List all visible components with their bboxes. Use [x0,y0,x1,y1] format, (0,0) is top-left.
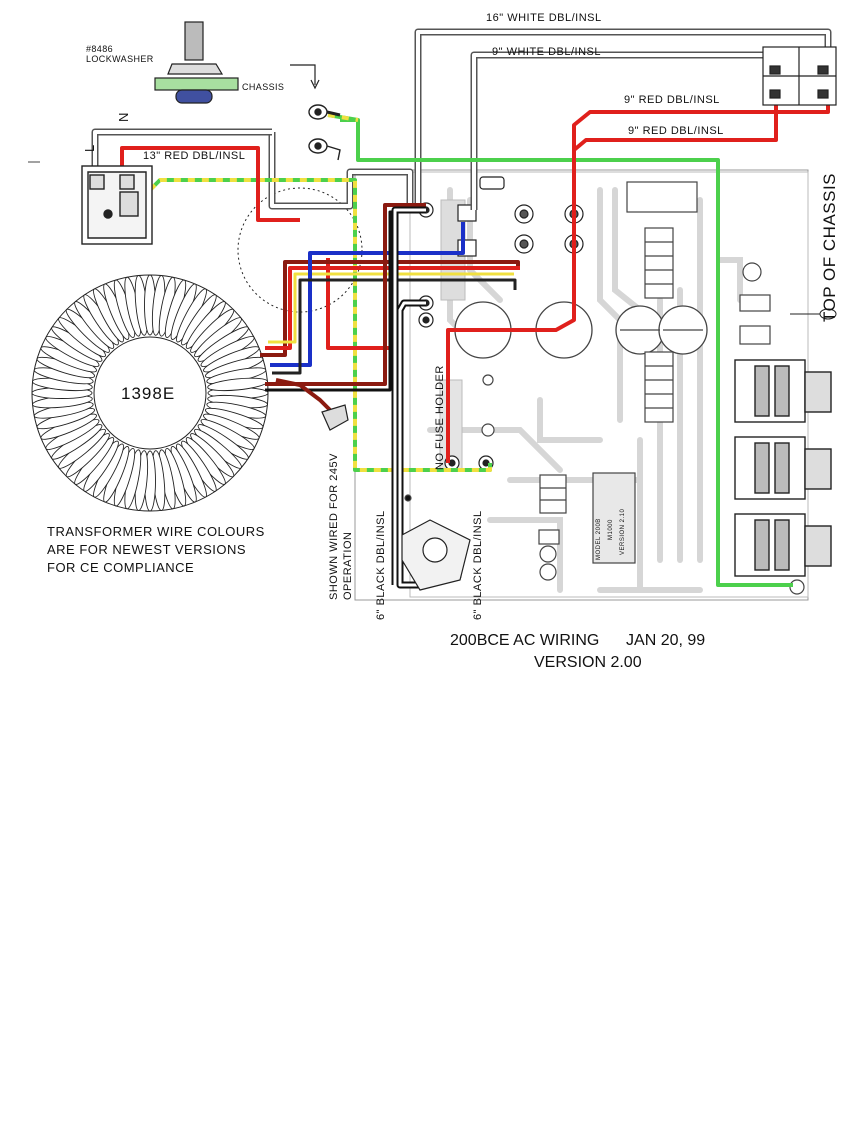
label-red-9a: 9" RED DBL/INSL [624,94,720,106]
label-lockwasher: LOCKWASHER [86,54,154,64]
label-white-9: 9" WHITE DBL/INSL [492,46,601,58]
label-white-16: 16" WHITE DBL/INSL [486,12,602,24]
note-line-3: FOR CE COMPLIANCE [47,560,195,575]
led [790,308,837,320]
toroid-winding [207,377,268,392]
note-line-1: TRANSFORMER WIRE COLOURS [47,524,265,539]
pcb-model: MODEL 200B [596,518,602,560]
note-line-2: ARE FOR NEWEST VERSIONS [47,542,247,557]
pcb-version: VERSION 2.10 [620,508,626,555]
transformer-label: 1398E [121,384,176,403]
label-lockwasher-part: #8486 [86,44,114,54]
label-red-9b: 9" RED DBL/INSL [628,125,724,137]
title-line-1: 200BCE AC WIRING JAN 20, 99 [450,632,706,649]
detail-circle [237,187,363,313]
jack-group [734,359,832,577]
earth-wire [148,113,793,587]
label-black-6b: 6" BLACK DBL/INSL [472,510,484,620]
voltage-selector [401,519,471,591]
pcb-part: M1000 [608,519,614,540]
title-line-2: VERSION 2.00 [534,654,642,671]
label-no-fuse-holder: NO FUSE HOLDER [434,365,446,470]
label-top-of-chassis: TOP OF CHASSIS [820,172,839,322]
toroidal-transformer [31,274,269,512]
toroid-inner [93,336,207,450]
switch [762,46,837,106]
label-shown-wired-1: SHOWN WIRED FOR 245V [328,453,340,600]
label-N: N [116,112,131,122]
label-black-6a: 6" BLACK DBL/INSL [375,510,387,620]
label-chassis: CHASSIS [242,82,285,92]
chassis-stud-detail [154,21,320,104]
spade-connector [321,404,349,431]
iec-inlet [81,165,153,245]
label-shown-wired-2: OPERATION [342,531,354,600]
transformer-leads [260,203,520,412]
ring-terminals [308,104,341,161]
label-L: L [82,144,97,152]
label-red-13: 13" RED DBL/INSL [143,150,246,162]
